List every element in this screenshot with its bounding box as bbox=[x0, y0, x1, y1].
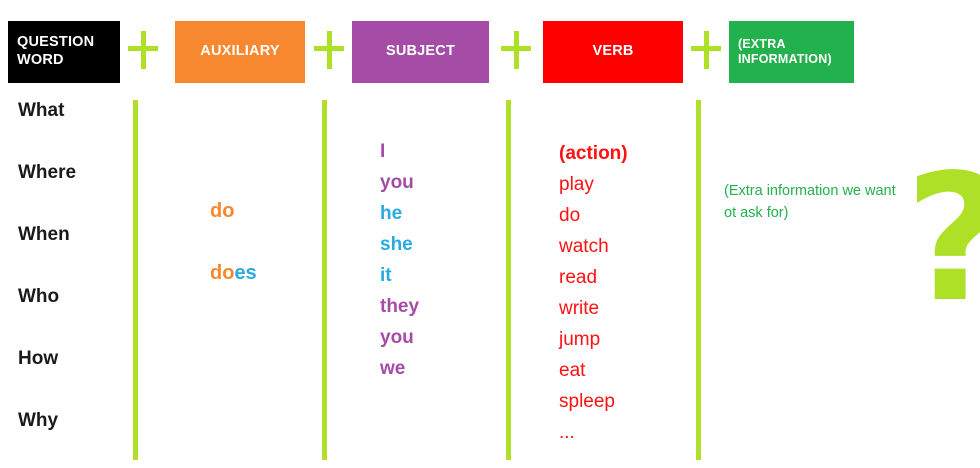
question-word-list: What Where When Who How Why bbox=[18, 96, 128, 468]
question-mark-icon: ? bbox=[905, 152, 980, 327]
header-box-extra-information-line2: INFORMATION) bbox=[738, 52, 832, 66]
header-box-question-word-text: QUESTION WORD bbox=[17, 34, 94, 69]
subject-item: you bbox=[380, 172, 414, 193]
column-divider-3 bbox=[506, 100, 511, 460]
header-box-extra-information-line1: (EXTRA bbox=[738, 36, 786, 51]
verb-item: spleep bbox=[559, 391, 615, 412]
header-box-question-word-line2: WORD bbox=[17, 52, 64, 68]
header-box-question-word-line1: QUESTION bbox=[17, 34, 95, 51]
question-word-item: Who bbox=[18, 286, 60, 307]
verb-item: jump bbox=[559, 329, 601, 350]
header-box-auxiliary-label: AUXILIARY bbox=[200, 43, 280, 60]
column-divider-1 bbox=[133, 100, 138, 460]
header-box-extra-information: (EXTRA INFORMATION) bbox=[729, 21, 854, 83]
column-divider-2 bbox=[322, 100, 327, 460]
auxiliary-list: do does bbox=[210, 198, 320, 322]
plus-operator-icon-4 bbox=[691, 31, 721, 69]
header-box-subject-label: SUBJECT bbox=[385, 43, 456, 60]
question-word-item: What bbox=[18, 100, 65, 121]
auxiliary-item: do bbox=[210, 198, 320, 260]
header-box-auxiliary: AUXILIARY bbox=[175, 21, 305, 83]
subject-item: we bbox=[380, 358, 406, 379]
auxiliary-item-suffix: es bbox=[234, 262, 257, 284]
header-box-verb-label: VERB bbox=[592, 43, 634, 60]
subject-list: I you he she it they you we bbox=[380, 136, 500, 384]
subject-item: he bbox=[380, 203, 403, 224]
verb-item: ... bbox=[559, 422, 575, 443]
header-box-verb: VERB bbox=[543, 21, 683, 83]
verb-list: (action) play do watch read write jump e… bbox=[559, 138, 699, 448]
question-word-item: When bbox=[18, 224, 70, 245]
subject-item: it bbox=[380, 265, 392, 286]
plus-operator-icon-3 bbox=[501, 31, 531, 69]
auxiliary-item-stem: do bbox=[210, 262, 235, 284]
auxiliary-item: does bbox=[210, 260, 320, 322]
verb-item: write bbox=[559, 298, 600, 319]
extra-information-note: (Extra information we want ot ask for) bbox=[724, 183, 896, 221]
verb-item: read bbox=[559, 267, 598, 288]
plus-operator-icon-1 bbox=[128, 31, 158, 69]
subject-item: you bbox=[380, 327, 414, 348]
header-box-subject: SUBJECT bbox=[352, 21, 489, 83]
question-word-item: Why bbox=[18, 410, 59, 431]
question-word-item: How bbox=[18, 348, 59, 369]
question-word-item: Where bbox=[18, 162, 77, 183]
subject-item: she bbox=[380, 234, 413, 255]
header-box-extra-information-text: (EXTRA INFORMATION) bbox=[738, 37, 832, 68]
header-box-question-word: QUESTION WORD bbox=[8, 21, 120, 83]
subject-item: they bbox=[380, 296, 420, 317]
plus-operator-icon-2 bbox=[314, 31, 344, 69]
auxiliary-item-stem: do bbox=[210, 200, 235, 222]
verb-item: do bbox=[559, 205, 581, 226]
verb-item: watch bbox=[559, 236, 609, 257]
subject-item: I bbox=[380, 141, 386, 162]
verb-item: (action) bbox=[559, 143, 628, 164]
verb-item: play bbox=[559, 174, 594, 195]
column-divider-4 bbox=[696, 100, 701, 460]
verb-item: eat bbox=[559, 360, 586, 381]
